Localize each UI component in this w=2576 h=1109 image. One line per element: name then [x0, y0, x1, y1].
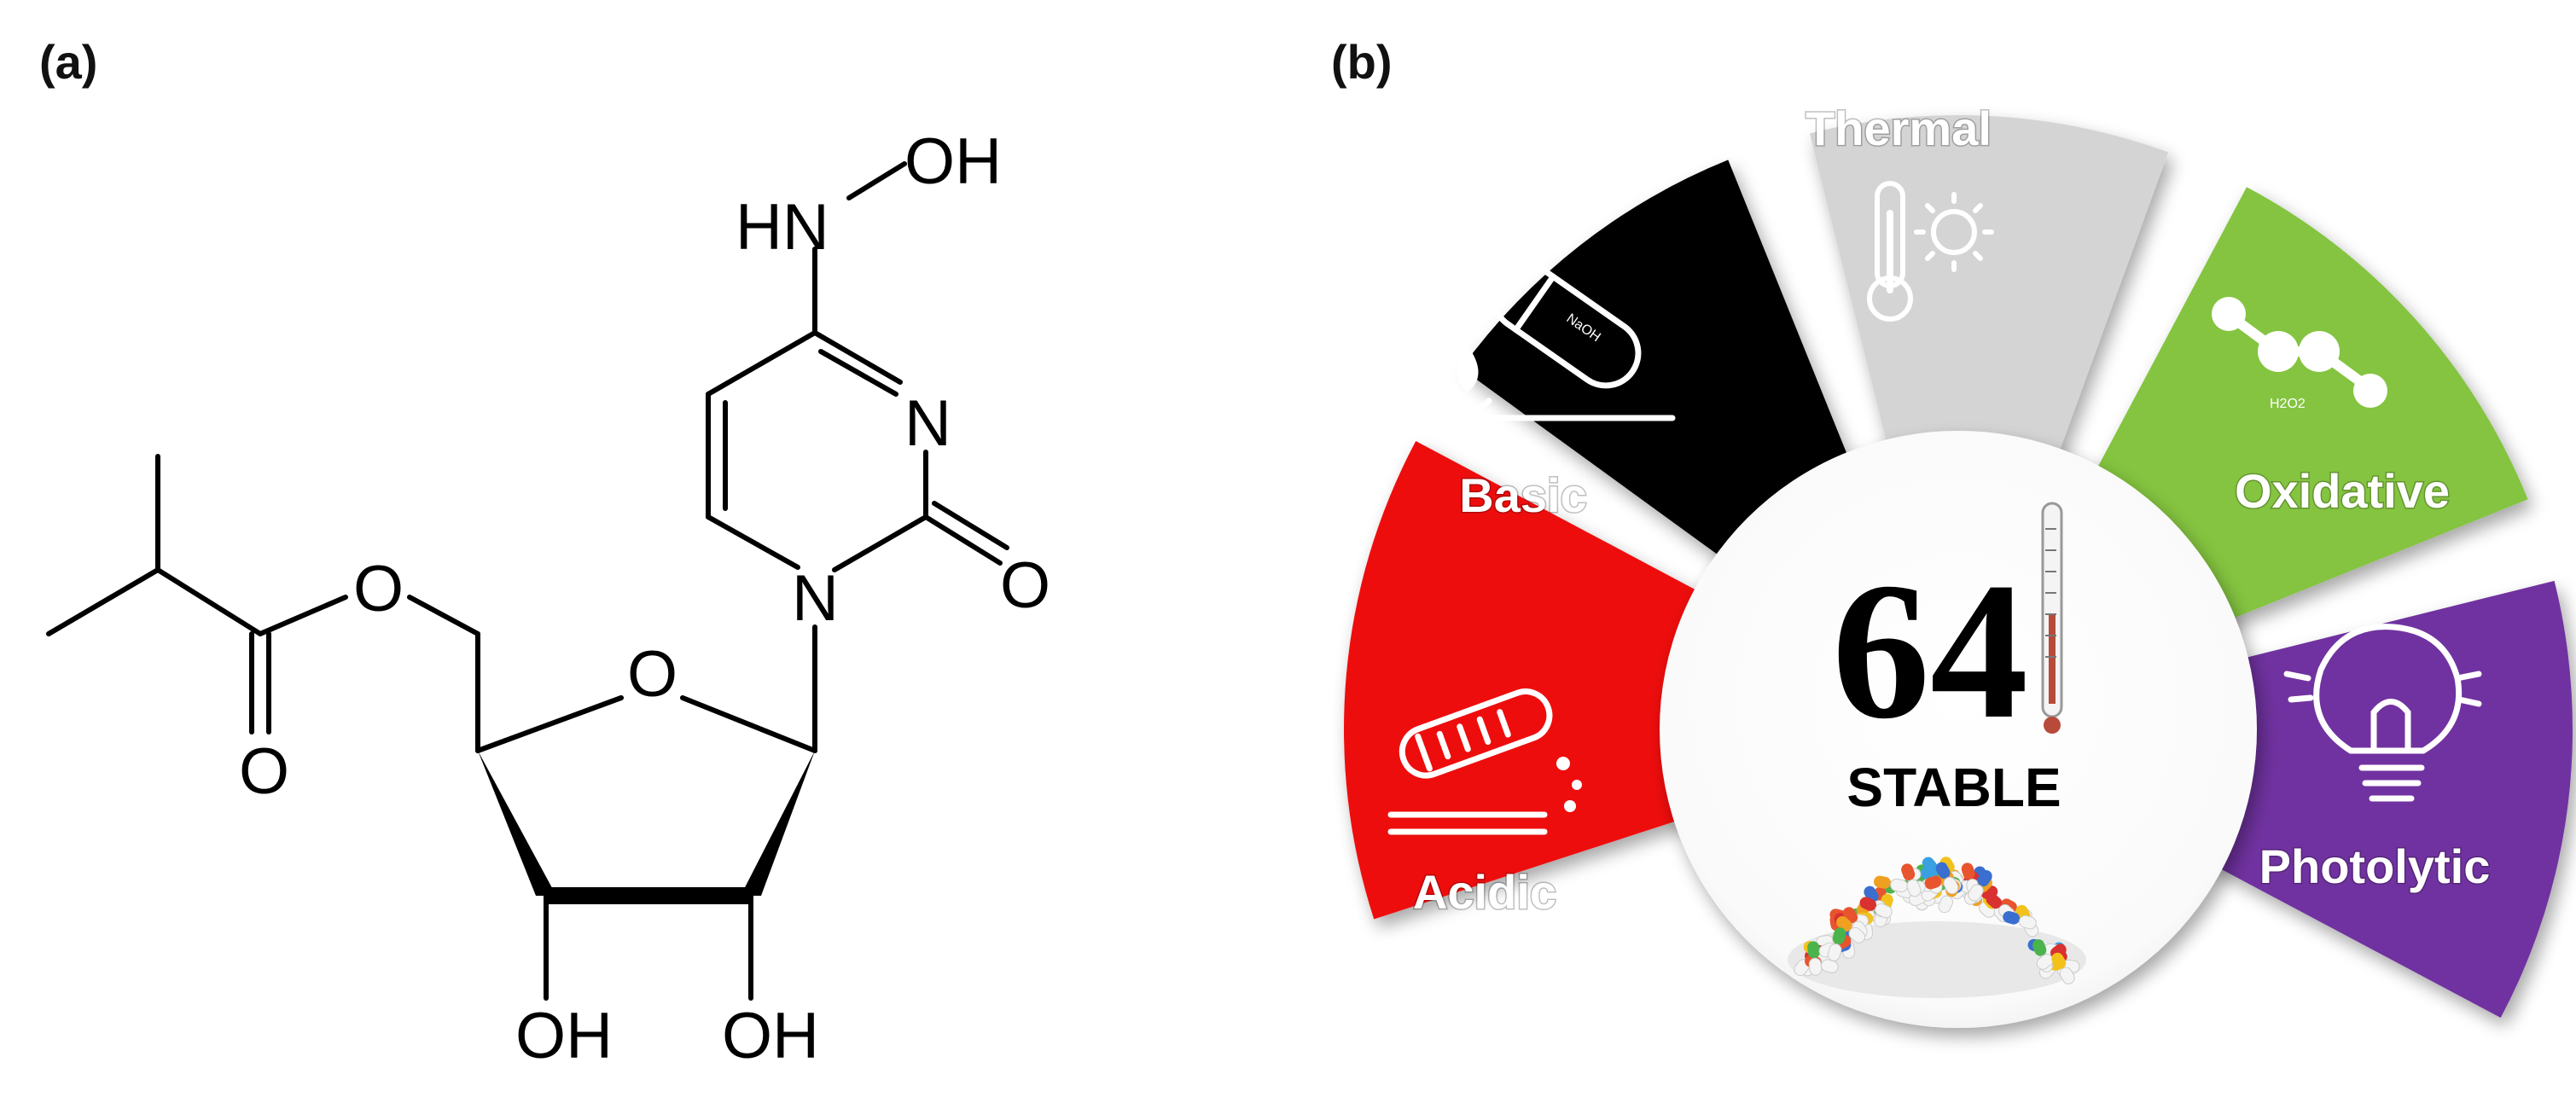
- atom-label-hydroxyl-3: OH: [515, 1000, 613, 1072]
- center-circle: [1660, 431, 2257, 1028]
- segment-label-acidic: Acidic: [1413, 865, 1556, 919]
- bond: [155, 567, 263, 636]
- stability-wheel: 64 STABLE: [1343, 101, 2573, 1028]
- bond: [812, 330, 903, 385]
- panel-label-a: (a): [39, 35, 98, 89]
- atom-label-oh: OH: [904, 125, 1002, 198]
- pill: [1859, 897, 1893, 919]
- atom-label-n3: N: [904, 387, 951, 460]
- thermal-icon: [1867, 181, 1994, 322]
- atom-label-ester-carbonyl-o: O: [239, 735, 289, 808]
- bold-bond: [544, 887, 753, 904]
- panel-label-b: (b): [1331, 35, 1393, 89]
- bond: [706, 330, 817, 397]
- atom-label-hn: HN: [736, 191, 829, 264]
- pills-icon: [1788, 856, 2086, 998]
- segment-basic: [1461, 160, 1853, 565]
- segment-label-oxidative: Oxidative: [2235, 464, 2450, 518]
- bond: [407, 595, 480, 636]
- oxidative-icon-text: H2O2: [2270, 397, 2306, 411]
- center-stable-label: STABLE: [1846, 757, 2061, 818]
- pill: [2003, 910, 2037, 930]
- bond: [680, 695, 817, 753]
- atom-labels: HN OH N N O O O O OH OH: [239, 125, 1050, 1072]
- bond: [932, 501, 1009, 550]
- atom-label-hydroxyl-2: OH: [722, 1000, 819, 1072]
- acidic-icon: [1387, 688, 1582, 835]
- segment-label-basic: Basic: [1459, 468, 1586, 522]
- pill: [1827, 927, 1846, 961]
- wedge-bond: [741, 751, 815, 896]
- bond: [46, 567, 160, 636]
- segment-label-thermal: Thermal: [1806, 102, 1992, 155]
- segment-label-photolytic: Photolytic: [2259, 839, 2491, 893]
- bond: [706, 514, 800, 570]
- photolytic-icon: [2283, 624, 2482, 802]
- segment-oxidative: [2090, 187, 2528, 624]
- atom-label-carbonyl-o: O: [1000, 549, 1050, 622]
- pill: [1935, 862, 1959, 895]
- pill: [1901, 863, 1922, 897]
- pill: [1968, 869, 1992, 902]
- molecule-structure: [46, 161, 1009, 1001]
- oxidative-icon: H2O2: [2212, 297, 2387, 411]
- bond: [846, 161, 907, 200]
- center-thermometer-icon: [2041, 502, 2063, 734]
- bond: [832, 514, 928, 572]
- bond: [258, 595, 348, 636]
- bond: [923, 514, 1003, 566]
- pill: [2051, 952, 2075, 984]
- center-number: 64: [1832, 542, 2028, 759]
- atom-label-n1: N: [792, 562, 839, 635]
- atom-label-furanose-o: O: [627, 638, 677, 711]
- wedge-bonds: [478, 751, 815, 904]
- segment-acidic: [1343, 440, 1710, 920]
- pill: [1807, 941, 1823, 976]
- atom-label-ester-o: O: [353, 553, 404, 625]
- segment-group: [1343, 114, 2573, 1019]
- segment-thermal: [1809, 114, 2169, 465]
- bond: [818, 349, 898, 397]
- bond: [475, 695, 624, 753]
- wedge-bond: [478, 751, 556, 896]
